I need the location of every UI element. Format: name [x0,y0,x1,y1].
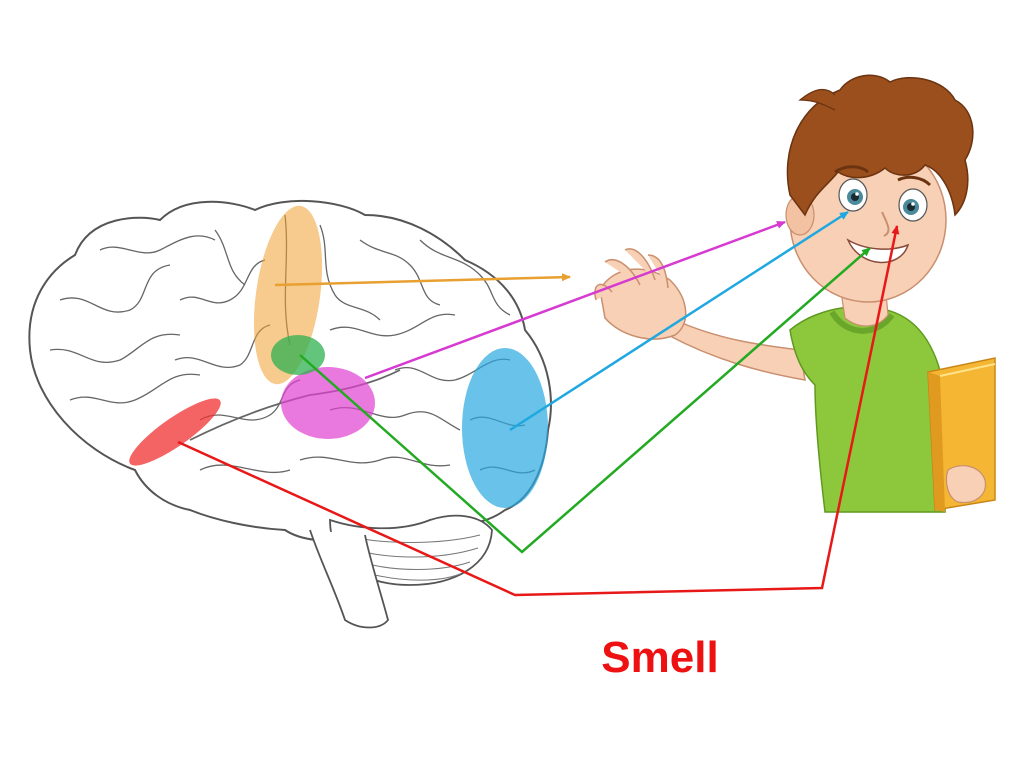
brain-stem [309,529,389,629]
boy-eyes [834,165,932,222]
olfactory-region [129,398,221,466]
boy-shirt [789,305,946,513]
arrow-somatosensory-to-mouth [299,247,871,554]
sense-arrows [177,210,900,597]
auditory-region [281,367,375,439]
brain-regions [129,205,548,508]
boy-mouth [846,238,910,264]
boy-collar [829,310,895,334]
visual-region [462,348,548,508]
boy-arm [667,319,806,381]
arrow-olfactory-to-nose [177,225,900,597]
brain-folds [49,214,536,474]
boy-nose [881,211,890,237]
arrow-auditory-to-ear [364,220,786,380]
boy-hair [786,74,974,217]
arrow-visual-to-eye [509,210,849,432]
boy-illustration [594,74,996,513]
boy-book-hand [945,465,986,504]
arrow-motor-to-hand [274,273,571,287]
sense-caption: Smell [601,633,719,682]
